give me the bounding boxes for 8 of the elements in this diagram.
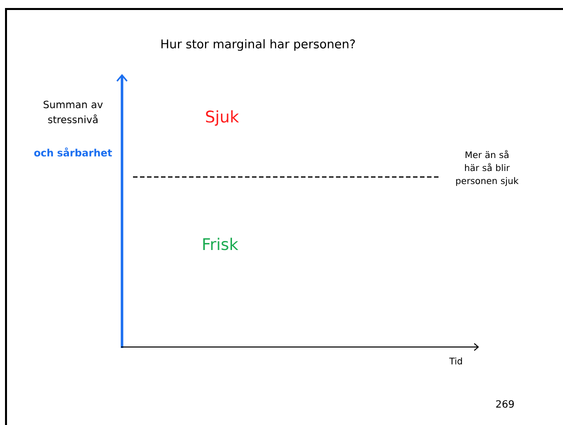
zone-label: Sjuk [206,110,239,126]
threshold-note: Mer än så här så blir personen sjuk [456,150,519,186]
axis-label: och sårbarhet [34,147,112,156]
title: Hur stor marginal har personen? [161,39,355,51]
page-number: 269 [496,400,514,408]
axis-label: Tid [449,358,462,364]
axis-label: Summan av stressnivå [44,100,103,124]
zone-label: Frisk [203,238,238,250]
